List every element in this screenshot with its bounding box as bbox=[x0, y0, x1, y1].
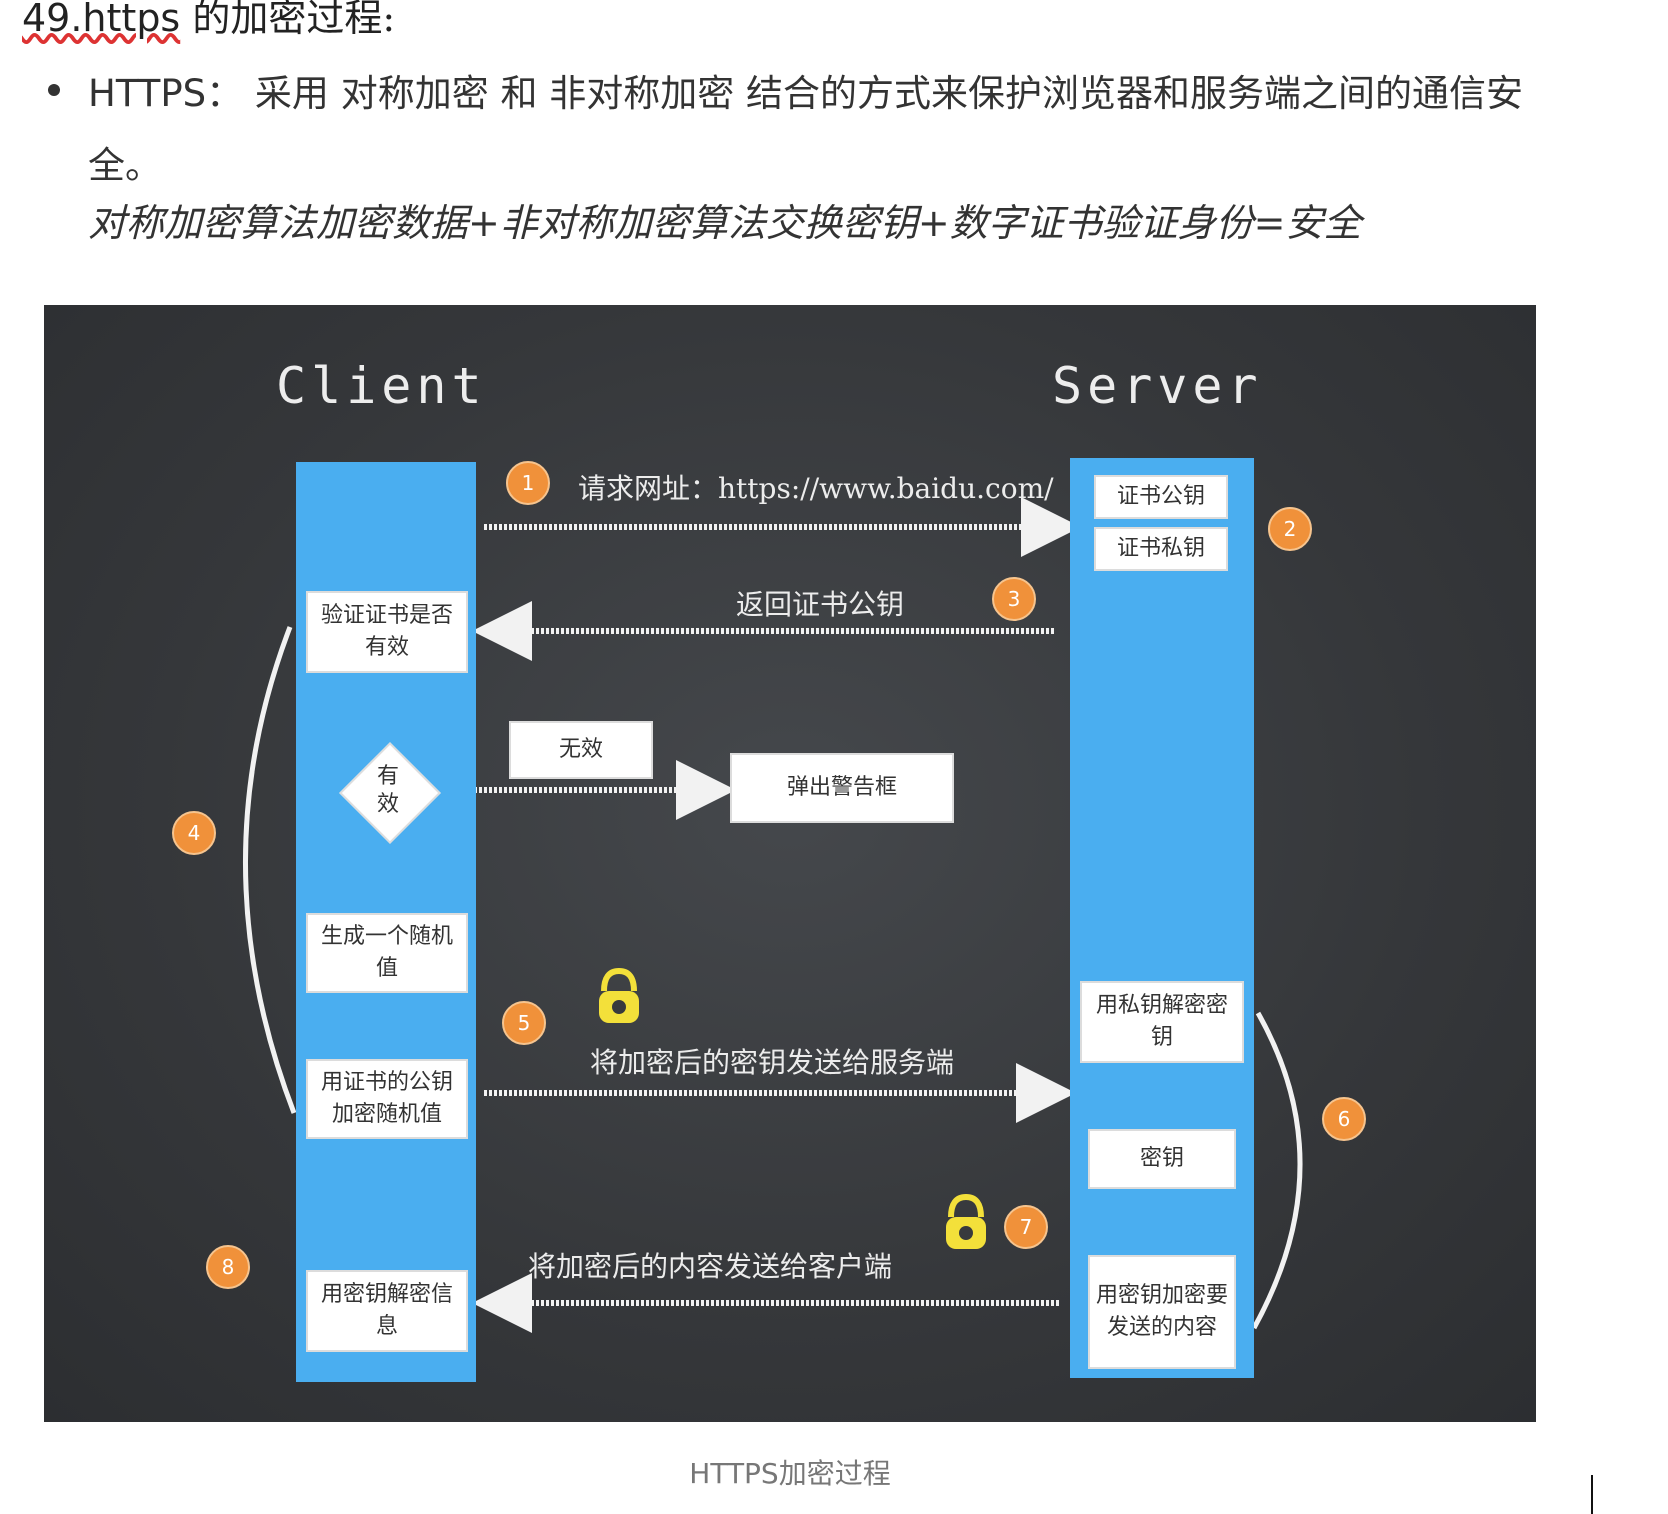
alert-box: 弹出警告框 bbox=[730, 753, 954, 823]
lock-icon-1 bbox=[599, 967, 639, 1023]
server-column bbox=[1070, 458, 1254, 1378]
step5-label: 将加密后的密钥发送给服务端 bbox=[590, 1046, 955, 1079]
server-cert-private: 证书私钥 bbox=[1094, 527, 1228, 571]
client-encrypt-box: 用证书的公钥加密随机值 bbox=[306, 1059, 468, 1139]
text-cursor bbox=[1591, 1475, 1593, 1514]
step7-label: 将加密后的内容发送给客户端 bbox=[528, 1250, 893, 1283]
step1-label: 请求网址：https://www.baidu.com/ bbox=[578, 472, 1054, 505]
valid-diamond-label: 有效 bbox=[376, 764, 399, 817]
bullet-dot bbox=[48, 84, 60, 96]
server-decrypt-box: 用私钥解密密钥 bbox=[1080, 981, 1244, 1063]
lock-icon-2 bbox=[946, 1193, 986, 1249]
invalid-box: 无效 bbox=[509, 721, 653, 779]
bracket-step4 bbox=[243, 626, 297, 1114]
badge-step5: 5 bbox=[502, 1001, 546, 1045]
client-decrypt-box: 用密钥解密信息 bbox=[306, 1270, 468, 1352]
badge-step4: 4 bbox=[172, 811, 216, 855]
heading-text: 的加密过程: bbox=[180, 0, 396, 40]
heading-link[interactable]: 49.https bbox=[22, 0, 181, 40]
badge-step6: 6 bbox=[1322, 1097, 1366, 1141]
client-title: Client bbox=[276, 357, 487, 415]
server-cert-public: 证书公钥 bbox=[1094, 475, 1228, 519]
badge-step1: 1 bbox=[506, 461, 550, 505]
bracket-step6 bbox=[1251, 1011, 1303, 1330]
figure-caption: HTTPS加密过程 bbox=[689, 1457, 891, 1490]
badge-step8: 8 bbox=[206, 1245, 250, 1289]
https-diagram: Client Server 证书公钥 证书私钥 验证证书是否有效 有效 生成一个… bbox=[44, 305, 1536, 1422]
client-generate-box: 生成一个随机值 bbox=[306, 913, 468, 993]
client-verify-box: 验证证书是否有效 bbox=[306, 591, 468, 673]
bullet-text: HTTPS： 采用 对称加密 和 非对称加密 结合的方式来保护浏览器和服务端之间… bbox=[88, 72, 1523, 187]
step3-label: 返回证书公钥 bbox=[736, 588, 905, 621]
server-key-box: 密钥 bbox=[1088, 1129, 1236, 1189]
badge-step7: 7 bbox=[1004, 1205, 1048, 1249]
server-encrypt-box: 用密钥加密要发送的内容 bbox=[1088, 1255, 1236, 1369]
badge-step2: 2 bbox=[1268, 507, 1312, 551]
section-heading: 49.https 的加密过程: bbox=[22, 0, 395, 42]
server-title: Server bbox=[1052, 357, 1263, 415]
formula-text: 对称加密算法加密数据+非对称加密算法交换密钥+数字证书验证身份=安全 bbox=[88, 201, 1362, 245]
badge-step3: 3 bbox=[992, 577, 1036, 621]
